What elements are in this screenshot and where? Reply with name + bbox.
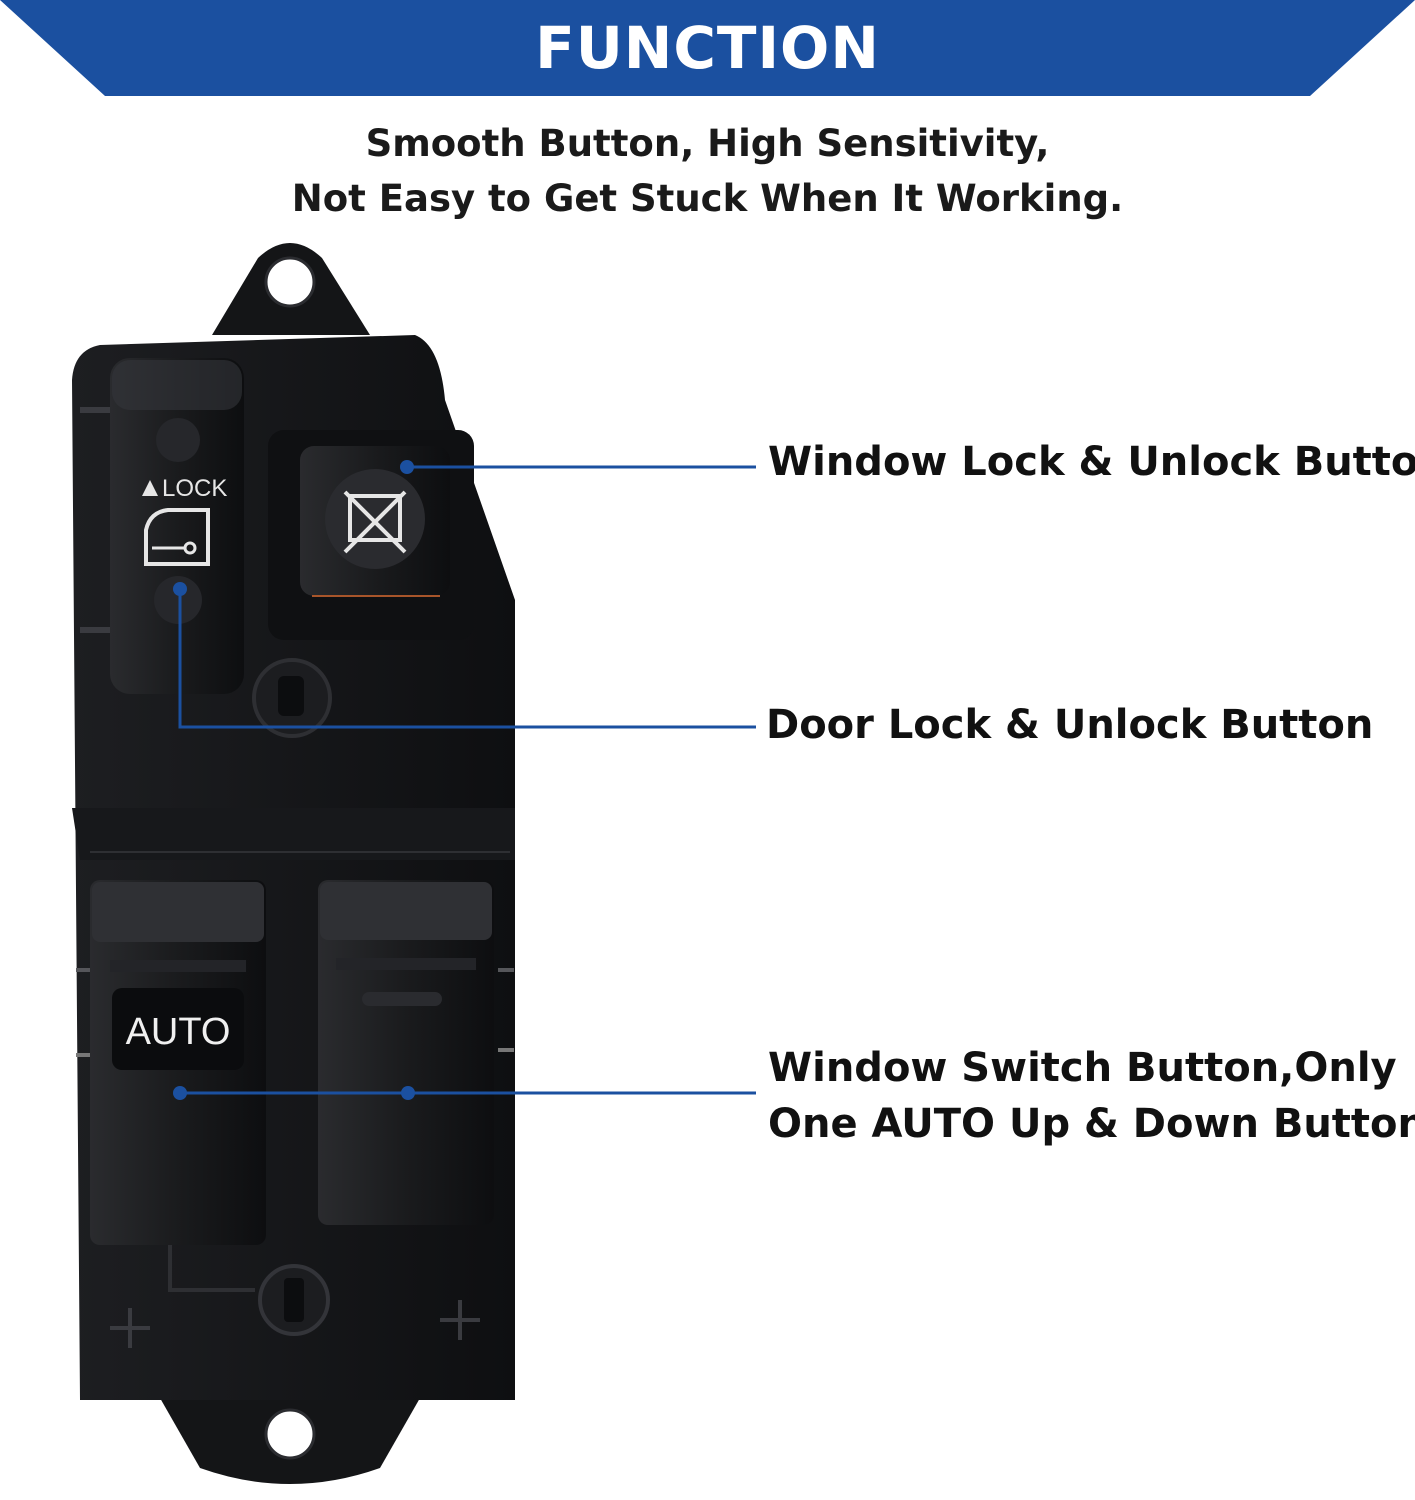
door-key-icon [144, 508, 210, 566]
callout-window-switch-line-2: One AUTO Up & Down Button [768, 1101, 1415, 1147]
callout-window-lock: Window Lock & Unlock Button [768, 439, 1415, 485]
callout-leader-lines [178, 465, 756, 1095]
function-banner [0, 0, 1415, 96]
callout-door-lock: Door Lock & Unlock Button [766, 702, 1374, 748]
callout-window-switch: Window Switch Button,Only One AUTO Up & … [768, 1040, 1415, 1152]
bottom-mounting-tab [160, 1398, 420, 1484]
second-window-switch [318, 880, 494, 1225]
window-lock-button [268, 430, 474, 640]
callout-window-switch-line-1: Window Switch Button,Only [768, 1045, 1397, 1091]
auto-label: AUTO [126, 1011, 231, 1053]
subtitle-line-2: Not Easy to Get Stuck When It Working. [291, 177, 1124, 220]
window-lock-icon [343, 490, 407, 554]
lock-label: LOCK [162, 475, 227, 502]
top-mounting-tab [212, 243, 370, 335]
banner-title: FUNCTION [535, 14, 880, 82]
door-lock-rocker: LOCK [110, 358, 244, 694]
subtitle-line-1: Smooth Button, High Sensitivity, [365, 122, 1050, 165]
auto-window-switch: AUTO [90, 880, 266, 1245]
